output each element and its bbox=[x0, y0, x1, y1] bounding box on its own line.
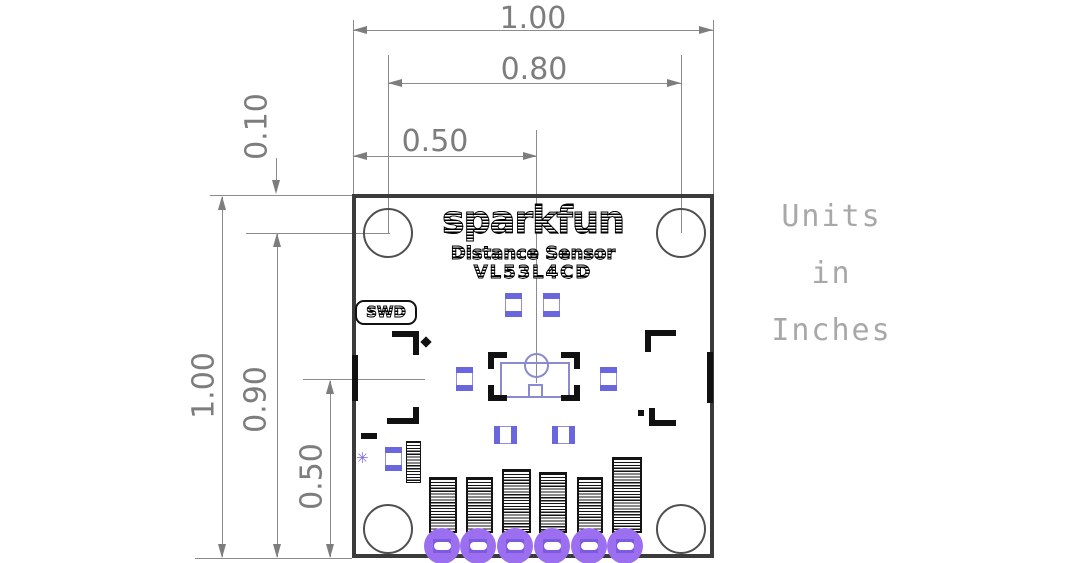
extension-line-left-hole bbox=[388, 55, 389, 233]
through-hole-pin-1 bbox=[424, 528, 460, 563]
mounting-hole-bottom-right bbox=[656, 504, 706, 554]
pin-label-2 bbox=[466, 477, 493, 533]
swd-label-text: SWD bbox=[366, 303, 407, 322]
pin-label-4 bbox=[539, 472, 567, 533]
pin-label-5 bbox=[577, 477, 603, 533]
silkscreen-bracket bbox=[649, 408, 676, 426]
sparkfun-logo: sparkfun bbox=[352, 198, 714, 243]
dim-label-center-offset: 0.50 bbox=[401, 124, 469, 159]
sensor-bracket bbox=[561, 352, 580, 369]
sensor-notch bbox=[528, 384, 543, 398]
units-note: Units in Inches bbox=[744, 188, 919, 359]
pin-slot bbox=[543, 542, 561, 550]
sensor-bracket bbox=[488, 385, 507, 401]
dim-label-top-width: 1.00 bbox=[499, 1, 567, 36]
center-line-vertical bbox=[536, 130, 537, 383]
swd-connector-label: SWD bbox=[355, 300, 417, 325]
mounting-hole-top-right bbox=[656, 208, 706, 258]
extension-line-board-left bbox=[353, 20, 354, 194]
smd-pad bbox=[600, 367, 617, 391]
units-note-line2: in bbox=[811, 256, 852, 291]
smd-pad bbox=[385, 447, 402, 471]
dim-label-hole-span: 0.80 bbox=[500, 52, 568, 87]
arrow-down-icon bbox=[273, 544, 281, 558]
product-name: Distance Sensor bbox=[352, 243, 714, 265]
silkscreen-edge-bar-right bbox=[707, 352, 713, 403]
arrow-up-icon bbox=[326, 380, 334, 394]
arrow-right-icon bbox=[699, 26, 713, 34]
arrow-left-icon bbox=[353, 26, 367, 34]
arrow-down-icon bbox=[218, 544, 226, 558]
silkscreen-bracket bbox=[645, 330, 676, 352]
pin-label-3 bbox=[502, 469, 531, 533]
silkscreen-bracket bbox=[387, 407, 419, 424]
arrow-left-icon bbox=[353, 152, 367, 160]
through-hole-pin-6 bbox=[607, 528, 643, 563]
pin-slot bbox=[616, 542, 634, 550]
sensor-emitter-circle bbox=[524, 353, 549, 378]
pin-slot bbox=[506, 542, 524, 550]
pin-slot bbox=[469, 542, 487, 550]
units-note-line3: Inches bbox=[771, 313, 892, 348]
silkscreen-edge-bar-left bbox=[352, 355, 358, 401]
sensor-bracket bbox=[488, 352, 507, 369]
sensor-bracket bbox=[561, 385, 580, 401]
smd-pad bbox=[456, 367, 473, 391]
jumper-label-text bbox=[406, 441, 421, 483]
pin-slot bbox=[433, 542, 451, 550]
dim-label-board-height: 1.00 bbox=[186, 352, 222, 419]
extension-line-board-right bbox=[713, 20, 714, 194]
silkscreen-dot bbox=[638, 410, 644, 416]
dim-line-board-height bbox=[222, 197, 223, 557]
extension-line-board-top bbox=[210, 195, 352, 196]
center-line-horizontal bbox=[303, 379, 425, 380]
dim-label-left-center-offset: 0.50 bbox=[294, 443, 330, 510]
model-number: VL53L4CD bbox=[352, 262, 714, 284]
dim-line-left-hole-span bbox=[277, 234, 278, 557]
arrow-down-icon bbox=[272, 180, 280, 194]
smd-pad bbox=[494, 426, 517, 444]
dim-label-hole-offset: 0.10 bbox=[239, 93, 275, 160]
arrow-left-icon bbox=[388, 79, 402, 87]
dim-line-left-center-offset bbox=[330, 381, 331, 557]
smd-pad bbox=[552, 426, 575, 444]
through-hole-pin-2 bbox=[460, 528, 496, 563]
through-hole-pin-5 bbox=[571, 528, 607, 563]
silkscreen-bracket bbox=[392, 331, 419, 355]
units-note-line1: Units bbox=[781, 199, 882, 234]
mounting-hole-bottom-left bbox=[363, 504, 413, 554]
through-hole-pin-3 bbox=[497, 528, 533, 563]
smd-pad bbox=[505, 293, 522, 317]
pin-label-6 bbox=[612, 457, 642, 533]
extension-line-board-bottom bbox=[195, 558, 352, 559]
arrow-right-icon bbox=[523, 152, 537, 160]
dim-line-top-width bbox=[353, 30, 713, 31]
pin-label-1 bbox=[429, 477, 457, 533]
polarity-star-icon: ✳ bbox=[356, 449, 369, 467]
arrow-right-icon bbox=[667, 79, 681, 87]
arrow-up-icon bbox=[273, 233, 281, 247]
through-hole-pin-4 bbox=[534, 528, 570, 563]
dim-line-hole-offset bbox=[276, 158, 277, 191]
dim-line-hole-span bbox=[388, 83, 681, 84]
pin-slot bbox=[580, 542, 598, 550]
dim-label-left-hole-span: 0.90 bbox=[238, 366, 274, 433]
extension-line-hole-center bbox=[246, 233, 390, 234]
dim-line-center-offset bbox=[353, 156, 537, 157]
arrow-down-icon bbox=[326, 544, 334, 558]
smd-pad bbox=[543, 293, 560, 317]
silkscreen-dash bbox=[361, 433, 377, 439]
arrow-up-icon bbox=[218, 196, 226, 210]
mounting-hole-top-left bbox=[363, 208, 413, 258]
extension-line-right-hole bbox=[681, 55, 682, 233]
